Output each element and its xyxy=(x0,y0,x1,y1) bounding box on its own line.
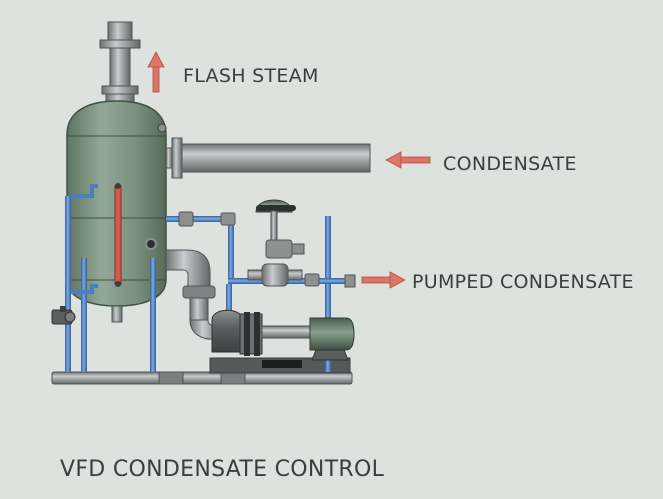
diagram-caption: VFD CONDENSATE CONTROL xyxy=(60,457,385,482)
base-skid xyxy=(51,357,353,385)
condensate-label: CONDENSATE xyxy=(443,153,577,175)
condensate-inlet-pipe xyxy=(165,137,371,179)
up-arrow-icon xyxy=(147,51,165,93)
blue-piping xyxy=(65,184,352,372)
vfd-pump xyxy=(211,309,355,361)
vent-stack xyxy=(99,21,141,103)
right-arrow-icon xyxy=(361,271,406,289)
sight-glass xyxy=(114,183,122,287)
control-valve xyxy=(247,199,356,288)
level-transmitter xyxy=(51,306,76,325)
left-arrow-icon xyxy=(385,151,431,169)
flash-steam-label: FLASH STEAM xyxy=(183,65,319,87)
pumped-condensate-label: PUMPED CONDENSATE xyxy=(412,271,634,293)
